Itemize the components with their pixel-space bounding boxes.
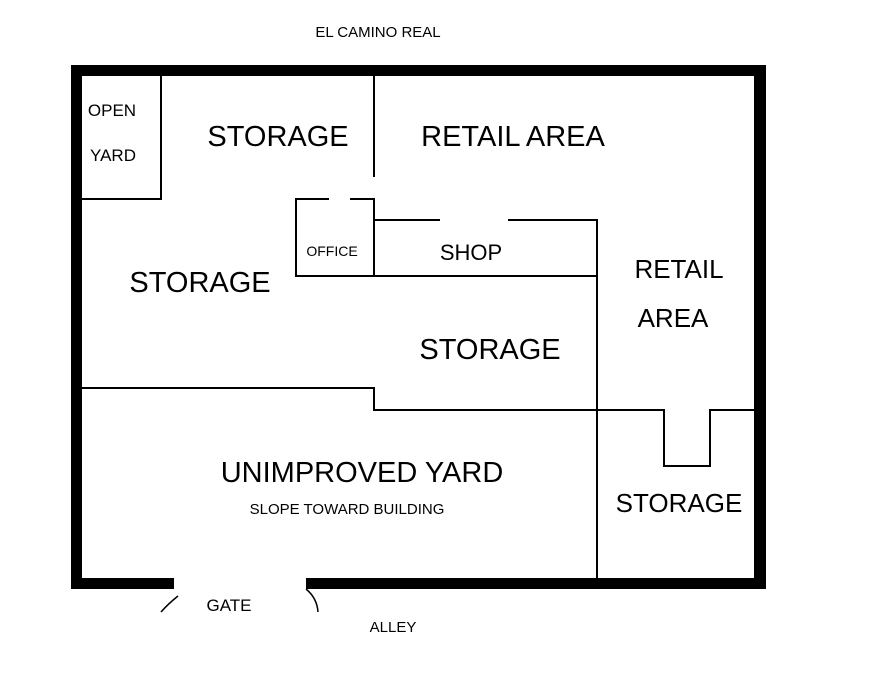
exterior-walls <box>71 65 766 589</box>
storage-bottom-right-label: STORAGE <box>616 488 743 518</box>
retail-area-right-label-line1: RETAIL <box>634 254 723 284</box>
gate-left-swing <box>160 595 179 613</box>
unimproved-yard-label: UNIMPROVED YARD <box>221 457 504 489</box>
street-label-south: ALLEY <box>370 619 417 636</box>
open-yard-label-line1: OPEN <box>88 101 136 120</box>
retail-area-top-label: RETAIL AREA <box>421 121 605 153</box>
gate-opening <box>160 588 319 613</box>
retail-area-right-label-line2: AREA <box>638 303 709 333</box>
storage-left-label: STORAGE <box>129 267 270 299</box>
open-yard-label-line2: YARD <box>90 146 136 165</box>
gate-label: GATE <box>206 596 251 615</box>
storage-top-label: STORAGE <box>207 121 348 153</box>
slope-note-label: SLOPE TOWARD BUILDING <box>250 501 445 518</box>
interior-walls <box>82 76 754 578</box>
office-label: OFFICE <box>306 243 357 259</box>
storage-center-label: STORAGE <box>419 334 560 366</box>
street-label-north: EL CAMINO REAL <box>315 24 440 41</box>
shop-label: SHOP <box>440 240 502 265</box>
gate-right-swing <box>305 588 319 613</box>
